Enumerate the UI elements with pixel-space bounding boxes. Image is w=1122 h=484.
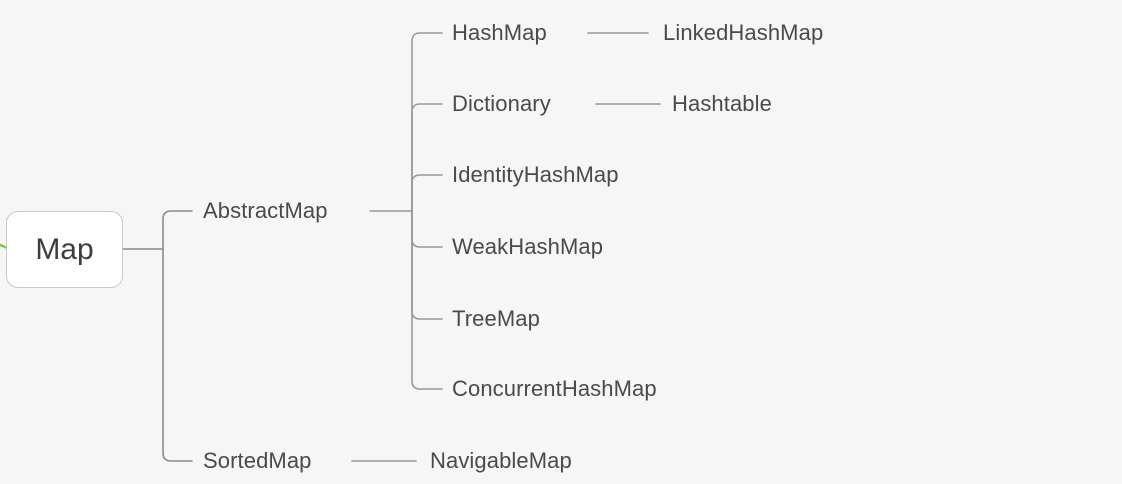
node-dictionary[interactable]: Dictionary — [452, 91, 551, 116]
edge-root-to-abstractmap — [162, 210, 193, 250]
node-abstractmap[interactable]: AbstractMap — [203, 198, 328, 223]
node-hashmap[interactable]: HashMap — [452, 20, 547, 45]
root-node-map[interactable]: Map — [6, 211, 123, 288]
node-weakhashmap[interactable]: WeakHashMap — [452, 234, 604, 259]
node-sortedmap[interactable]: SortedMap — [203, 448, 312, 473]
edge-abstractmap-to-hashmap — [411, 32, 443, 212]
node-treemap[interactable]: TreeMap — [452, 306, 540, 331]
node-navigablemap[interactable]: NavigableMap — [430, 448, 572, 473]
edge-root-to-sortedmap — [162, 248, 193, 462]
edge-abstractmap-to-concurrenthashmap — [411, 210, 443, 390]
root-node-label: Map — [35, 232, 94, 266]
node-hashtable[interactable]: Hashtable — [672, 91, 772, 116]
edge-abstractmap-to-dictionary — [411, 103, 443, 212]
node-linkedhashmap[interactable]: LinkedHashMap — [663, 20, 824, 45]
edge-abstractmap-to-treemap — [411, 210, 443, 320]
edge-abstractmap-to-weakhashmap — [411, 210, 443, 248]
node-identityhashmap[interactable]: IdentityHashMap — [452, 162, 619, 187]
edge-abstractmap-to-identityhashmap — [411, 174, 443, 212]
node-concurrenthashmap[interactable]: ConcurrentHashMap — [452, 376, 657, 401]
